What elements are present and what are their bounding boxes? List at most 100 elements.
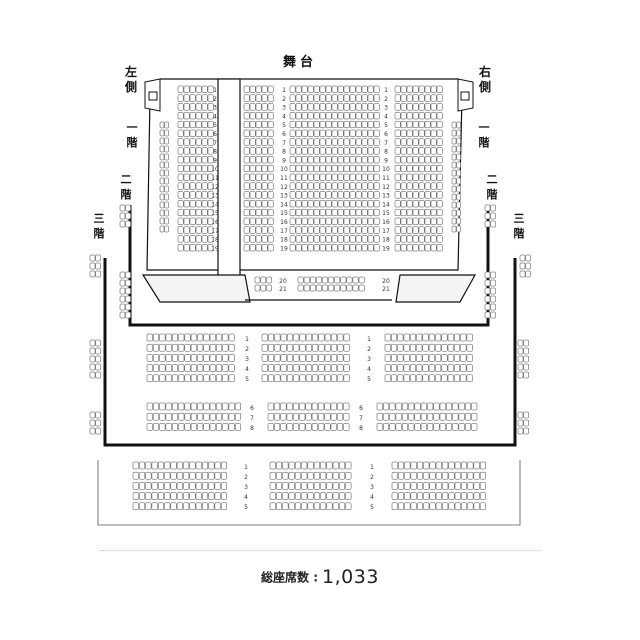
seat[interactable] xyxy=(119,212,126,220)
seat[interactable] xyxy=(427,412,434,421)
seat[interactable] xyxy=(435,492,442,500)
seat[interactable] xyxy=(361,138,368,146)
seat[interactable] xyxy=(159,412,166,421)
seat[interactable] xyxy=(177,208,184,217)
seat[interactable] xyxy=(301,482,308,490)
seat[interactable] xyxy=(216,364,223,372)
seat[interactable] xyxy=(289,138,296,146)
seat[interactable] xyxy=(189,200,196,208)
seat[interactable] xyxy=(373,208,380,217)
seat[interactable] xyxy=(119,303,126,311)
seat[interactable] xyxy=(309,276,316,284)
seat[interactable] xyxy=(146,354,153,362)
seat[interactable] xyxy=(301,191,308,199)
seat[interactable] xyxy=(330,412,337,421)
seat[interactable] xyxy=(416,364,423,372)
seat[interactable] xyxy=(177,94,184,102)
seat[interactable] xyxy=(132,502,139,511)
seat[interactable] xyxy=(189,217,196,225)
seat[interactable] xyxy=(349,85,356,93)
seat[interactable] xyxy=(319,120,326,129)
seat[interactable] xyxy=(349,120,356,129)
seat[interactable] xyxy=(190,333,197,342)
seat[interactable] xyxy=(523,355,529,363)
seat[interactable] xyxy=(183,103,190,111)
seat[interactable] xyxy=(456,185,461,193)
seat[interactable] xyxy=(376,402,383,411)
seat[interactable] xyxy=(267,182,274,190)
seat[interactable] xyxy=(325,120,332,129)
seat[interactable] xyxy=(261,182,268,190)
seat[interactable] xyxy=(183,112,190,120)
seat[interactable] xyxy=(153,354,160,362)
seat[interactable] xyxy=(267,120,274,129)
seat[interactable] xyxy=(319,244,326,252)
seat[interactable] xyxy=(183,200,190,208)
seat[interactable] xyxy=(343,120,350,129)
seat[interactable] xyxy=(249,129,256,137)
seat[interactable] xyxy=(330,423,337,431)
seat[interactable] xyxy=(316,284,322,292)
seat[interactable] xyxy=(313,244,320,252)
seat[interactable] xyxy=(397,333,404,342)
seat[interactable] xyxy=(177,147,184,155)
seat[interactable] xyxy=(358,284,365,292)
seat[interactable] xyxy=(384,374,391,383)
seat[interactable] xyxy=(146,423,153,431)
seat[interactable] xyxy=(331,333,338,342)
seat[interactable] xyxy=(313,138,320,146)
seat[interactable] xyxy=(420,402,427,411)
seat[interactable] xyxy=(267,412,274,421)
seat[interactable] xyxy=(361,147,368,155)
seat[interactable] xyxy=(343,129,350,137)
seat[interactable] xyxy=(289,156,296,164)
seat[interactable] xyxy=(276,482,283,490)
seat[interactable] xyxy=(394,217,401,225)
seat[interactable] xyxy=(276,461,283,470)
seat[interactable] xyxy=(305,423,312,431)
seat[interactable] xyxy=(403,374,410,383)
seat[interactable] xyxy=(451,161,457,169)
seat[interactable] xyxy=(201,235,208,243)
seat[interactable] xyxy=(183,482,190,490)
seat[interactable] xyxy=(289,200,296,208)
seat[interactable] xyxy=(305,354,312,362)
seat[interactable] xyxy=(301,173,308,181)
seat[interactable] xyxy=(458,412,465,421)
seat[interactable] xyxy=(305,333,312,342)
seat[interactable] xyxy=(266,284,272,292)
seat[interactable] xyxy=(157,502,164,511)
seat[interactable] xyxy=(261,226,268,234)
seat[interactable] xyxy=(484,220,491,228)
seat[interactable] xyxy=(490,212,496,220)
seat[interactable] xyxy=(409,333,416,342)
seat[interactable] xyxy=(184,354,191,362)
seat[interactable] xyxy=(183,244,190,252)
seat[interactable] xyxy=(318,374,325,383)
seat[interactable] xyxy=(159,161,165,169)
seat[interactable] xyxy=(195,129,202,137)
seat[interactable] xyxy=(267,208,274,217)
seat[interactable] xyxy=(456,193,461,201)
seat[interactable] xyxy=(288,502,295,511)
seat[interactable] xyxy=(479,482,486,490)
seat[interactable] xyxy=(332,492,339,500)
seat[interactable] xyxy=(189,94,196,102)
seat[interactable] xyxy=(458,423,465,431)
seat[interactable] xyxy=(276,471,283,480)
seat[interactable] xyxy=(337,94,344,102)
seat[interactable] xyxy=(207,103,214,111)
seat[interactable] xyxy=(397,343,404,352)
seat[interactable] xyxy=(303,276,310,284)
seat[interactable] xyxy=(355,244,362,252)
seat[interactable] xyxy=(177,120,184,129)
seat[interactable] xyxy=(451,145,457,153)
seat[interactable] xyxy=(209,412,216,421)
seat[interactable] xyxy=(320,461,327,470)
seat[interactable] xyxy=(454,492,461,500)
seat[interactable] xyxy=(471,402,478,411)
seat[interactable] xyxy=(214,492,221,500)
seat[interactable] xyxy=(261,343,268,352)
seat[interactable] xyxy=(151,482,158,490)
seat[interactable] xyxy=(183,156,190,164)
